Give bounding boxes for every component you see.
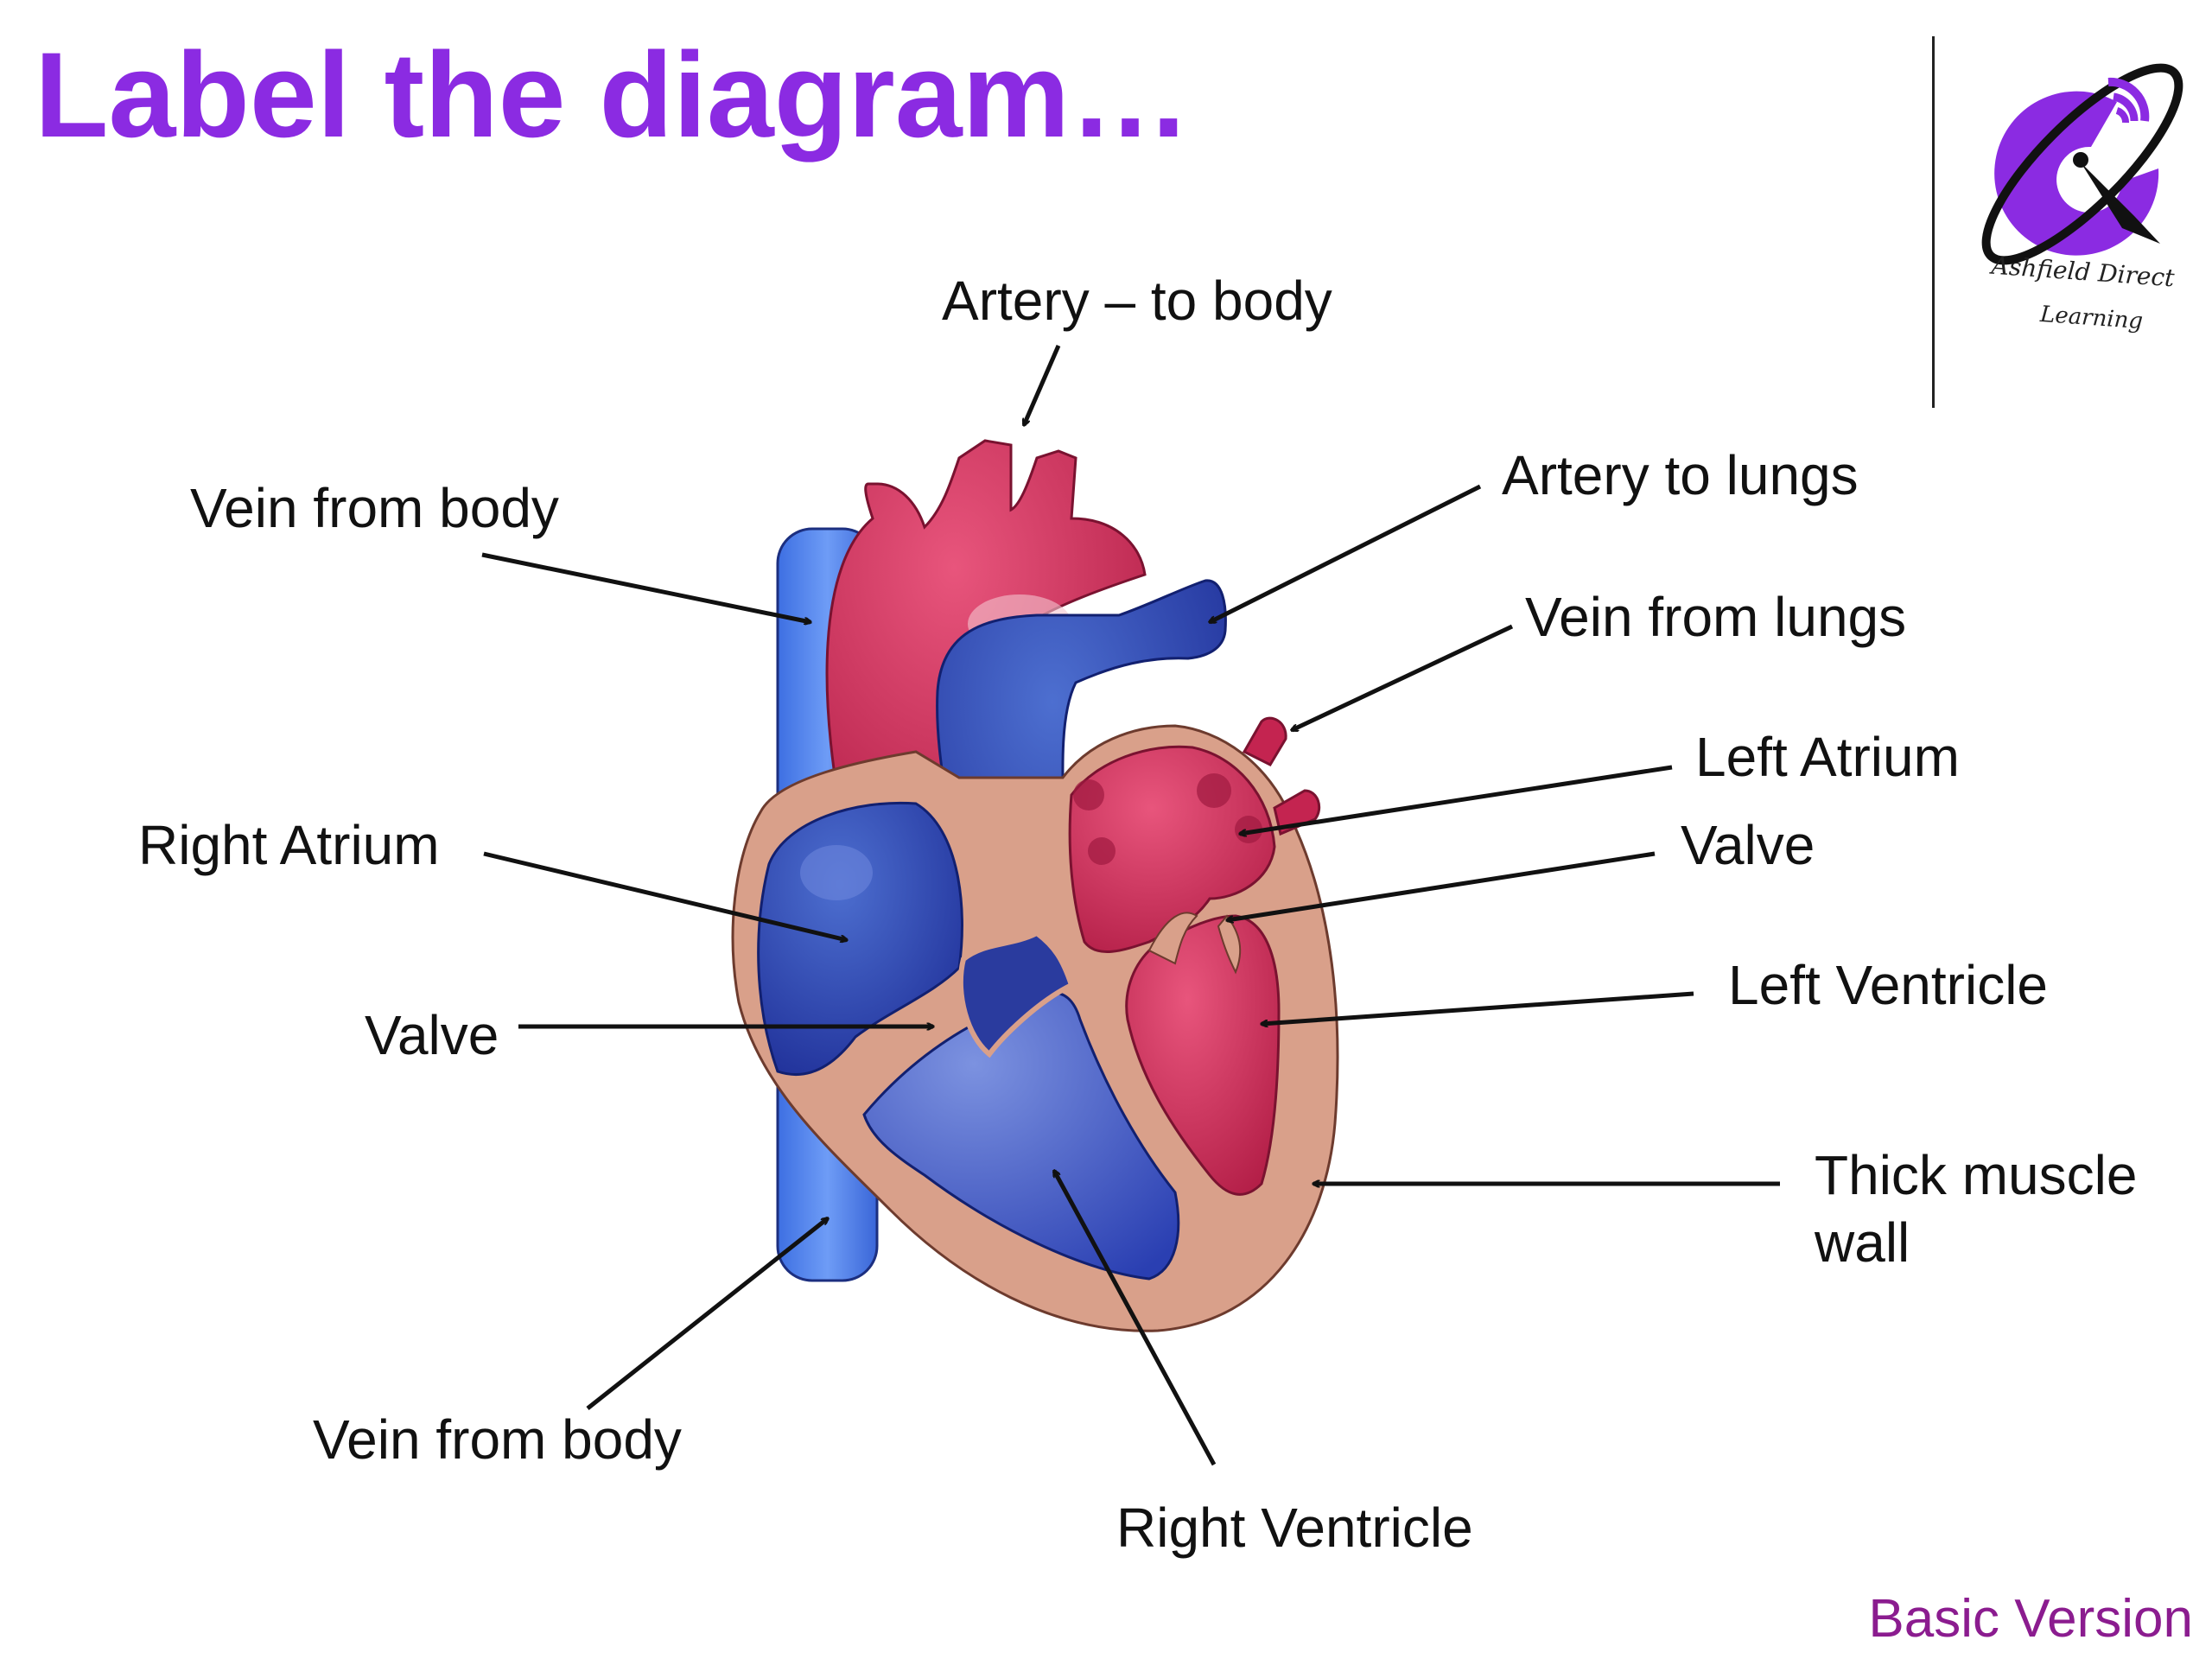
arrow-vein-from-body-bottom [586,1218,828,1410]
label-arrows [481,345,1780,1466]
label-thick-muscle-wall-line2: wall [1815,1211,1910,1274]
logo-mark [1981,63,2183,265]
label-left-ventricle: Left Ventricle [1728,954,2048,1016]
label-artery-to-lungs: Artery to lungs [1502,444,1859,506]
left-valve [1147,912,1242,975]
label-right-atrium: Right Atrium [138,814,440,876]
label-valve-left: Valve [365,1004,499,1066]
label-left-atrium: Left Atrium [1695,726,1960,788]
divider-line [1932,36,1935,408]
arrow-vein-from-lungs [1292,624,1514,733]
label-artery-to-body: Artery – to body [942,270,1332,332]
right-valve [957,930,1075,1058]
logo-icon: Ashfield Direct Learning [1981,63,2183,334]
arrow-artery-to-lungs [1210,484,1482,625]
pulmonary-veins [1242,716,1321,836]
arrow-valve-right [1227,851,1656,920]
arrow-right-ventricle [1052,1171,1217,1466]
ashfield-direct-learning-logo: Ashfield Direct Learning [1953,43,2212,354]
label-right-ventricle: Right Ventricle [1116,1497,1473,1559]
left-ventricle [1125,914,1281,1196]
left-atrium [1068,745,1276,954]
right-atrium [757,801,963,1077]
arrow-right-atrium [483,851,847,940]
label-valve-right: Valve [1681,814,1815,876]
arrow-vein-from-body-top [481,552,810,622]
arrow-left-ventricle [1262,991,1694,1024]
page-title: Label the diagram… [35,27,1192,162]
arrow-artery-to-body [1021,345,1061,425]
label-vein-from-body-bottom: Vein from body [313,1408,682,1471]
label-vein-from-lungs: Vein from lungs [1525,586,1907,648]
label-thick-muscle-wall-line1: Thick muscle [1815,1144,2138,1206]
arrow-left-atrium [1240,765,1673,834]
label-vein-from-body-top: Vein from body [190,477,559,539]
footer-version: Basic Version [1868,1589,2193,1649]
